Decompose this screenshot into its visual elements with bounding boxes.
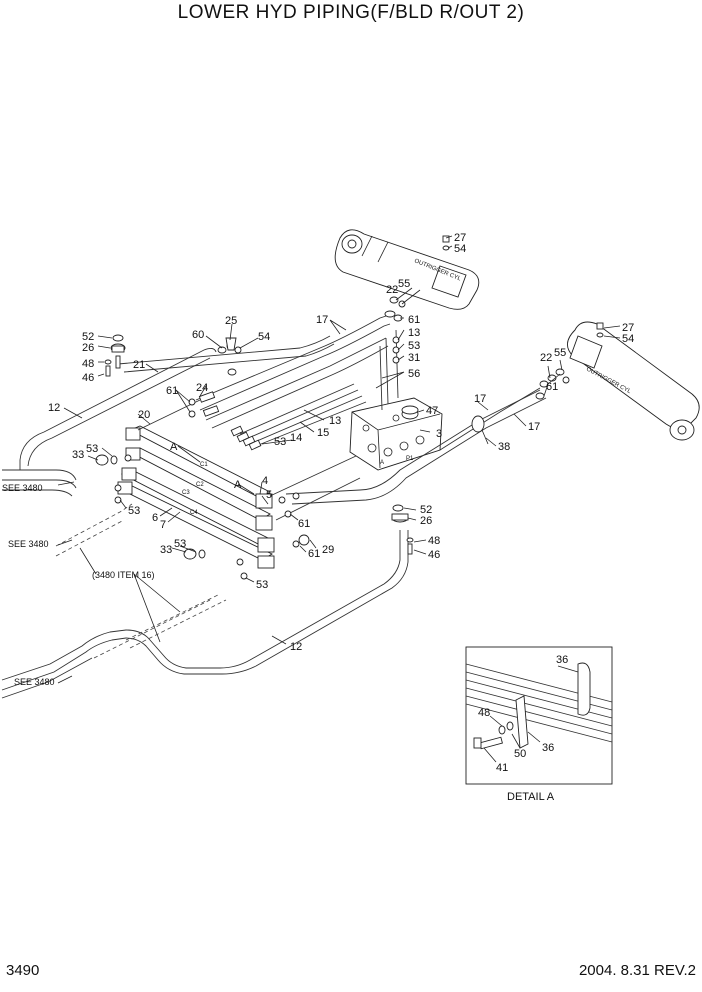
callout-54: 54 — [454, 243, 466, 255]
callout-54: 54 — [622, 333, 634, 345]
callout-33: 33 — [160, 544, 172, 556]
see-3480-ref-bottom: SEE 3480 — [14, 677, 55, 687]
svg-text:P1: P1 — [406, 456, 414, 462]
callout-61: 61 — [298, 518, 310, 530]
callout-20: 20 — [138, 409, 150, 421]
callout-5: 5 — [266, 489, 272, 501]
callout-27: 27 — [454, 232, 466, 244]
callout-17: 17 — [528, 421, 540, 433]
callout-52: 52 — [420, 504, 432, 516]
callout-25: 25 — [225, 315, 237, 327]
callout-36: 36 — [556, 654, 568, 666]
callout-53: 53 — [128, 505, 140, 517]
callout-54: 54 — [258, 331, 270, 343]
callout-61: 61 — [408, 314, 420, 326]
callout-13: 13 — [329, 415, 341, 427]
svg-text:C2: C2 — [196, 482, 204, 488]
callout-56: 56 — [408, 368, 420, 380]
callout-12: 12 — [290, 641, 302, 653]
callout-4: 4 — [262, 475, 268, 487]
callout-52: 52 — [82, 331, 94, 343]
callout-21: 21 — [133, 359, 145, 371]
detail-a-box — [465, 646, 613, 785]
callout-24: 24 — [196, 382, 208, 394]
callout-50: 50 — [514, 748, 526, 760]
callout-61: 61 — [308, 548, 320, 560]
leader-lines — [57, 235, 621, 763]
callout-41: 41 — [496, 762, 508, 774]
callout-53: 53 — [174, 538, 186, 550]
callout-38: 38 — [498, 441, 510, 453]
callout-48: 48 — [478, 707, 490, 719]
callout-26: 26 — [420, 515, 432, 527]
callout-12: 12 — [48, 402, 60, 414]
callout-31: 31 — [408, 352, 420, 364]
callout-17: 17 — [316, 314, 328, 326]
detail-a-label: DETAIL A — [507, 791, 555, 803]
see-3480-ref-top: SEE 3480 — [2, 483, 43, 493]
callout-36: 36 — [542, 742, 554, 754]
callout-27: 27 — [622, 322, 634, 334]
svg-text:A: A — [380, 460, 384, 466]
callout-labels: 27 54 22 55 61 17 13 53 31 56 25 60 54 5… — [2, 232, 634, 803]
callout-48: 48 — [82, 358, 94, 370]
svg-text:C4: C4 — [190, 510, 198, 516]
callout-55: 55 — [554, 347, 566, 359]
callout-6: 6 — [152, 512, 158, 524]
hydraulic-pipes — [1, 315, 547, 699]
callout-46: 46 — [82, 372, 94, 384]
callout-29: 29 — [322, 544, 334, 556]
page-title: LOWER HYD PIPING(F/BLD R/OUT 2) — [177, 2, 525, 23]
callout-53: 53 — [256, 579, 268, 591]
callout-17: 17 — [474, 393, 486, 405]
svg-text:C3: C3 — [182, 490, 190, 496]
callout-26: 26 — [82, 342, 94, 354]
item-16-ref: (3480 ITEM 16) — [92, 570, 155, 580]
callout-61: 61 — [166, 385, 178, 397]
callout-15: 15 — [317, 427, 329, 439]
callout-61: 61 — [546, 381, 558, 393]
callout-A: A — [170, 441, 178, 453]
callout-33: 33 — [72, 449, 84, 461]
callout-3: 3 — [436, 428, 442, 440]
svg-text:C1: C1 — [200, 462, 208, 468]
callout-7: 7 — [160, 519, 166, 531]
callout-22: 22 — [386, 284, 398, 296]
callout-48: 48 — [428, 535, 440, 547]
revision-info: 2004. 8.31 REV.2 — [578, 962, 696, 979]
callout-13: 13 — [408, 327, 420, 339]
page-number: 3490 — [6, 962, 40, 979]
callout-47: 47 — [426, 405, 438, 417]
callout-60: 60 — [192, 329, 204, 341]
callout-22: 22 — [540, 352, 552, 364]
callout-A: A — [234, 479, 242, 491]
callout-55: 55 — [398, 278, 410, 290]
callout-53: 53 — [86, 443, 98, 455]
callout-46: 46 — [428, 549, 440, 561]
callout-14: 14 — [290, 432, 302, 444]
see-3480-ref-middle: SEE 3480 — [8, 539, 49, 549]
callout-53: 53 — [274, 436, 286, 448]
callout-53: 53 — [408, 340, 420, 352]
